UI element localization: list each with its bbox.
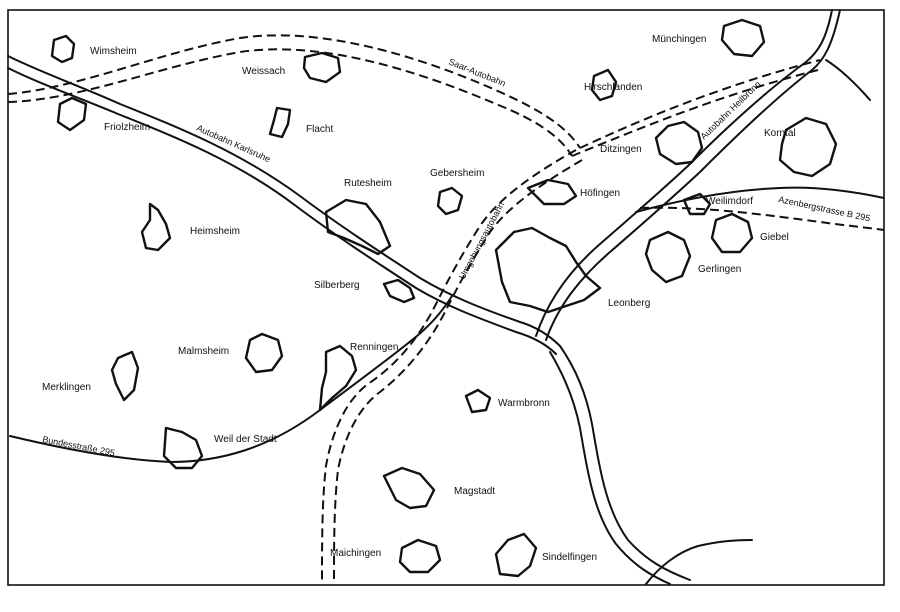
label-wimsheim: Wimsheim (90, 46, 137, 57)
map-frame (7, 9, 885, 586)
town-area-weil-der-stadt (162, 426, 204, 470)
town-area-weissach (302, 51, 342, 84)
label-bundesstrasse-295: Bundesstraße 295 (42, 434, 116, 458)
bundesstrasse-295-road (9, 295, 453, 463)
town-area-hirschlanden (590, 68, 618, 102)
label-gerlingen: Gerlingen (698, 264, 741, 275)
label-magstadt: Magstadt (454, 486, 495, 497)
town-area-heimsheim (140, 202, 172, 252)
label-renningen: Renningen (350, 342, 398, 353)
town-area-friolzheim (56, 96, 88, 132)
northeast-spur-road (825, 59, 871, 101)
town-areas (50, 18, 838, 578)
sindelfingen-interchange-road (645, 539, 753, 585)
town-area-maichingen (398, 538, 442, 574)
autobahn-heilbronn-road (535, 9, 833, 337)
label-flacht: Flacht (306, 124, 333, 135)
label-gebersheim: Gebersheim (430, 168, 484, 179)
place-labels: Wimsheim Weissach Friolzheim Flacht Rute… (42, 34, 796, 563)
label-autobahn-heilbronn: Autobahn Heilbronn (698, 79, 762, 141)
town-area-flacht (268, 106, 292, 139)
label-saar-autobahn: Saar-Autobahn (447, 57, 507, 89)
town-area-korntal (778, 116, 838, 178)
autobahn-south-road (559, 345, 691, 581)
saar-autobahn-road (7, 34, 581, 149)
town-area-muenchingen (720, 18, 766, 58)
leonberg-weilimdorf-road (635, 186, 885, 213)
label-malmsheim: Malmsheim (178, 346, 229, 357)
town-area-leonberg (494, 226, 602, 314)
town-area-silberberg (382, 278, 416, 304)
umgehungsautobahn-road (321, 149, 577, 585)
autobahn-karlsruhe-road-inner (7, 67, 557, 355)
saar-autobahn-road-inner (7, 48, 573, 157)
label-leonberg: Leonberg (608, 298, 650, 309)
town-area-wimsheim (50, 34, 76, 64)
town-area-giebel (710, 212, 754, 254)
town-area-gebersheim (436, 186, 464, 216)
label-warmbronn: Warmbronn (498, 398, 550, 409)
label-korntal: Korntal (764, 128, 796, 139)
azenbergstrasse-road (639, 206, 885, 231)
label-muenchingen: Münchingen (652, 34, 706, 45)
label-weil-der-stadt: Weil der Stadt (214, 434, 277, 445)
label-sindelfingen: Sindelfingen (542, 552, 597, 563)
label-autobahn-karlsruhe: Autobahn Karlsruhe (195, 123, 272, 164)
label-rutesheim: Rutesheim (344, 178, 392, 189)
town-area-sindelfingen (494, 532, 538, 578)
label-merklingen: Merklingen (42, 382, 91, 393)
label-maichingen: Maichingen (330, 548, 381, 559)
label-silberberg: Silberberg (314, 280, 360, 291)
label-hoefingen: Höfingen (580, 188, 620, 199)
label-weissach: Weissach (242, 66, 285, 77)
label-weilimdorf: Weilimdorf (706, 196, 753, 207)
saar-autobahn-east-road (579, 59, 821, 149)
town-area-warmbronn (464, 388, 492, 414)
label-hirschlanden: Hirschlanden (584, 82, 642, 93)
town-area-rutesheim (324, 198, 392, 256)
autobahn-karlsruhe-road (7, 55, 561, 347)
town-area-hoefingen (526, 178, 578, 206)
town-area-malmsheim (244, 332, 284, 374)
town-area-merklingen (110, 350, 140, 402)
town-area-gerlingen (644, 230, 692, 284)
autobahn-heilbronn-road-inner (545, 9, 841, 341)
umgehungsautobahn-road-inner (333, 159, 583, 585)
label-giebel: Giebel (760, 232, 789, 243)
town-area-magstadt (382, 466, 436, 510)
label-heimsheim: Heimsheim (190, 226, 240, 237)
town-area-ditzingen (654, 120, 704, 166)
autobahn-south-road-inner (549, 351, 671, 585)
label-friolzheim: Friolzheim (104, 122, 150, 133)
saar-autobahn-east-road-inner (571, 69, 819, 157)
town-area-renningen (318, 344, 358, 412)
label-ditzingen: Ditzingen (600, 144, 642, 155)
roads (7, 9, 885, 585)
label-azenbergstrasse: Azenbergstrasse B 295 (778, 194, 872, 223)
